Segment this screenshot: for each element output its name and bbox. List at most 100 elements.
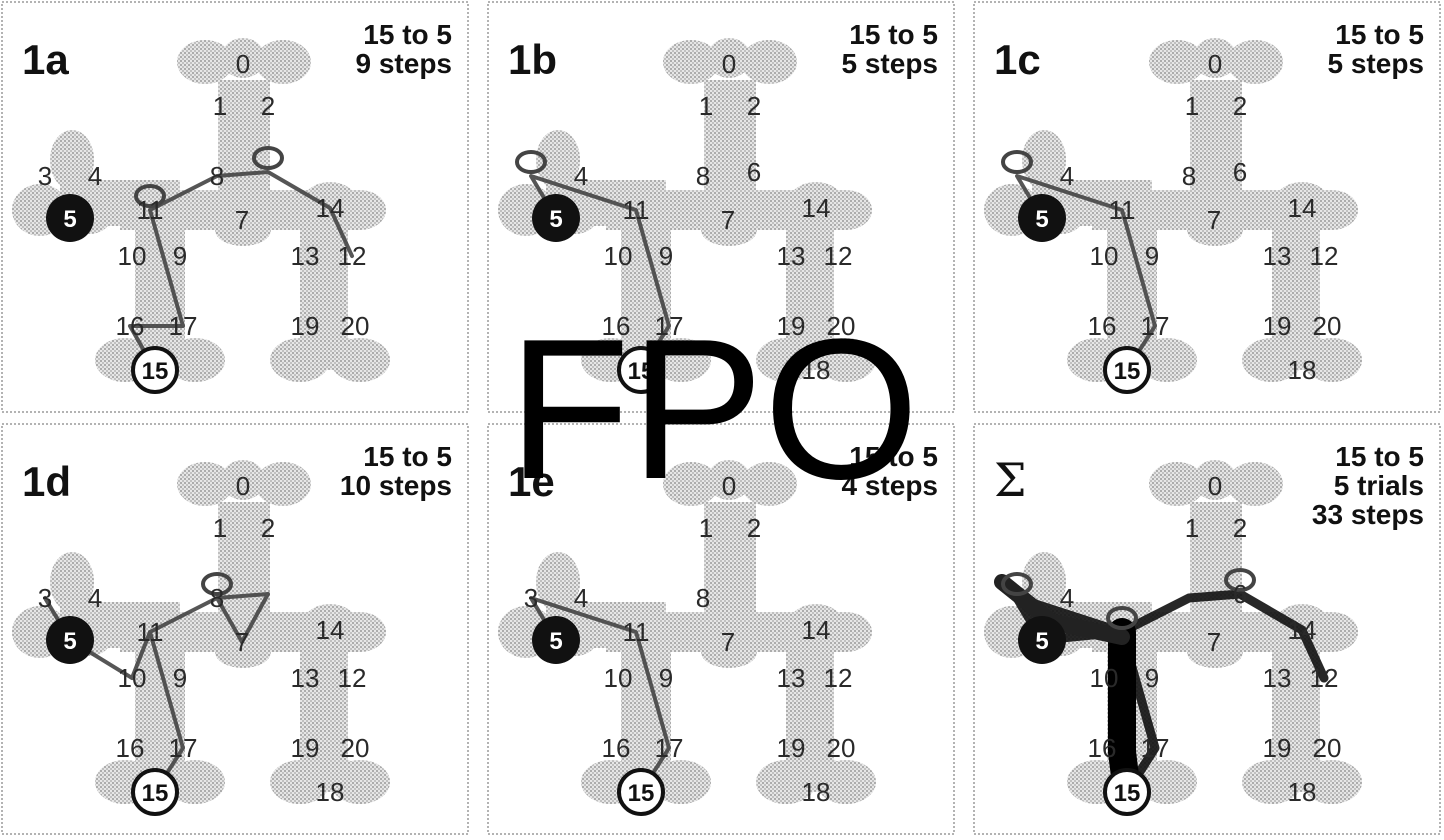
panel-label: Σ xyxy=(994,453,1027,507)
node-10: 10 xyxy=(118,241,147,271)
node-12: 12 xyxy=(824,663,853,693)
panel-info-line: 4 steps xyxy=(842,470,939,501)
maze-region xyxy=(741,462,797,506)
maze-region xyxy=(1187,636,1243,668)
node-10: 10 xyxy=(118,663,147,693)
node-20: 20 xyxy=(1313,733,1342,763)
fpo-watermark: FPO xyxy=(508,298,919,521)
maze-region xyxy=(50,130,94,190)
node-10: 10 xyxy=(604,241,633,271)
node-12: 12 xyxy=(1310,663,1339,693)
maze-region xyxy=(177,40,233,84)
node-7: 7 xyxy=(721,627,735,657)
maze-region xyxy=(786,756,846,792)
loop-mark xyxy=(1224,568,1256,592)
maze-region xyxy=(1272,220,1320,340)
panel-label: 1e xyxy=(508,458,555,505)
node-18: 18 xyxy=(316,777,345,807)
node-14: 14 xyxy=(316,193,345,223)
maze-region xyxy=(300,220,348,340)
maze-region xyxy=(701,214,757,246)
start-node-label: 15 xyxy=(628,780,655,807)
node-13: 13 xyxy=(777,663,806,693)
maze-region xyxy=(50,552,94,612)
node-11: 11 xyxy=(137,195,164,225)
maze-region xyxy=(790,604,842,640)
node-7: 7 xyxy=(1207,627,1221,657)
maze-region xyxy=(707,460,751,500)
node-9: 9 xyxy=(659,241,673,271)
node-2: 2 xyxy=(261,513,275,543)
maze-region xyxy=(1276,182,1328,218)
node-13: 13 xyxy=(291,241,320,271)
node-9: 9 xyxy=(173,663,187,693)
maze-region xyxy=(304,604,356,640)
panel-info-line: 5 steps xyxy=(842,48,939,79)
start-node-15 xyxy=(1103,346,1151,394)
node-0: 0 xyxy=(236,471,250,501)
node-0: 0 xyxy=(722,49,736,79)
goal-node-label: 5 xyxy=(549,628,562,655)
node-0: 0 xyxy=(722,471,736,501)
maze-region xyxy=(663,40,719,84)
node-12: 12 xyxy=(338,241,367,271)
node-7: 7 xyxy=(235,205,249,235)
node-14: 14 xyxy=(1288,193,1317,223)
maze-region xyxy=(790,182,842,218)
goal-node-5 xyxy=(46,194,94,242)
node-7: 7 xyxy=(721,205,735,235)
node-4: 4 xyxy=(574,583,588,613)
maze-region xyxy=(786,220,834,340)
panel-info-line: 15 to 5 xyxy=(849,441,938,472)
panel-info-line: 10 steps xyxy=(340,470,452,501)
start-node-15 xyxy=(131,768,179,816)
node-20: 20 xyxy=(827,733,856,763)
maze-region xyxy=(1149,462,1205,506)
node-1: 1 xyxy=(213,513,227,543)
loop-mark xyxy=(252,146,284,170)
maze-region xyxy=(1187,214,1243,246)
panel-label: 1d xyxy=(22,458,71,505)
node-18: 18 xyxy=(802,777,831,807)
node-1: 1 xyxy=(1185,91,1199,121)
node-14: 14 xyxy=(802,615,831,645)
node-19: 19 xyxy=(1263,311,1292,341)
maze-region xyxy=(300,334,360,370)
node-3: 3 xyxy=(38,583,52,613)
node-10: 10 xyxy=(604,663,633,693)
node-1: 1 xyxy=(699,91,713,121)
node-2: 2 xyxy=(261,91,275,121)
node-19: 19 xyxy=(291,733,320,763)
start-node-15 xyxy=(1103,768,1151,816)
node-17: 17 xyxy=(655,311,684,341)
node-8: 8 xyxy=(210,583,224,613)
panel-info-line: 5 steps xyxy=(1328,48,1425,79)
node-1: 1 xyxy=(213,91,227,121)
maze-region xyxy=(786,334,846,370)
node-4: 4 xyxy=(1060,583,1074,613)
node-4: 4 xyxy=(88,161,102,191)
panel-label: 1a xyxy=(22,36,69,83)
node-20: 20 xyxy=(1313,311,1342,341)
node-8: 8 xyxy=(696,161,710,191)
node-17: 17 xyxy=(1141,733,1170,763)
goal-node-label: 5 xyxy=(63,628,76,655)
maze-region xyxy=(1276,604,1328,640)
goal-node-5 xyxy=(532,194,580,242)
node-11: 11 xyxy=(1109,195,1136,225)
maze-region xyxy=(1193,460,1237,500)
node-16: 16 xyxy=(602,311,631,341)
maze-region xyxy=(255,40,311,84)
start-node-label: 15 xyxy=(1114,780,1141,807)
node-19: 19 xyxy=(777,311,806,341)
node-6: 6 xyxy=(1233,579,1247,609)
goal-node-5 xyxy=(532,616,580,664)
node-11: 11 xyxy=(623,195,650,225)
node-20: 20 xyxy=(827,311,856,341)
maze-region xyxy=(1022,130,1066,190)
node-6: 6 xyxy=(747,157,761,187)
maze-region xyxy=(536,552,580,612)
